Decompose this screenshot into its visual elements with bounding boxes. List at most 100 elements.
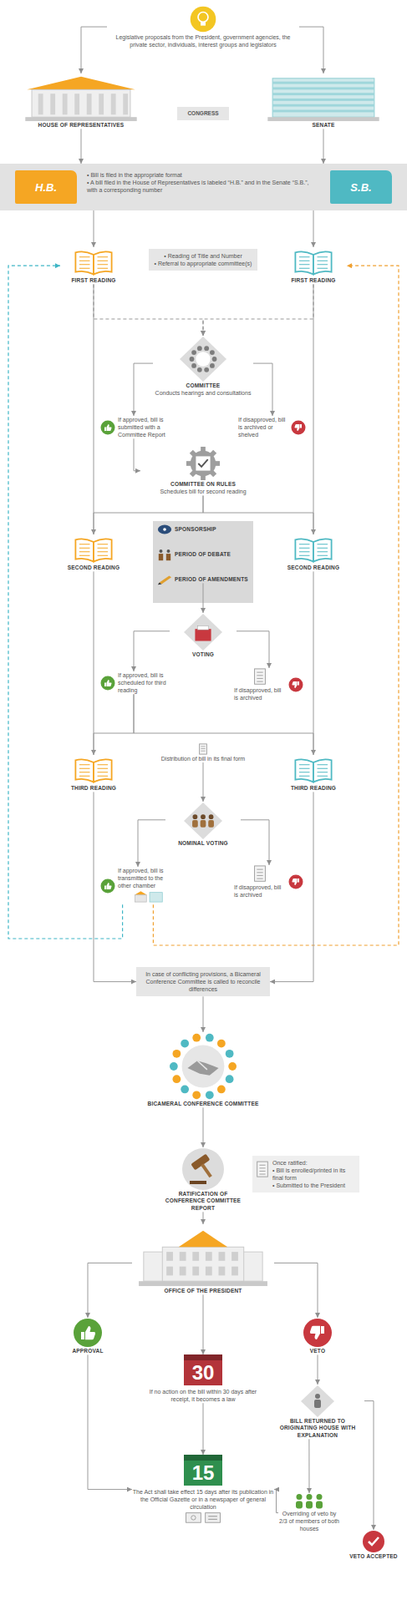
icon-part — [291, 681, 300, 689]
icon-part — [295, 251, 314, 275]
outcome-note: If approved, bill is scheduled for third… — [99, 671, 168, 695]
icon-part — [198, 459, 208, 468]
icon-part — [162, 528, 167, 532]
icon-part — [368, 1538, 379, 1547]
connector — [133, 631, 170, 672]
connector — [323, 128, 325, 164]
icon-part — [296, 1495, 303, 1501]
step-label: VOTING — [169, 651, 237, 659]
icon-part — [74, 93, 80, 115]
icon-part — [197, 367, 203, 373]
icon-part — [200, 820, 207, 829]
step-label: THIRD READING — [279, 785, 347, 793]
stamps-icon — [132, 1511, 275, 1526]
panel-item: SPONSORSHIP — [156, 526, 250, 534]
icon-part — [194, 629, 211, 642]
connector — [313, 284, 315, 535]
step-text: • Bill is filed in the appropriate forma… — [86, 171, 321, 179]
icon-part — [104, 680, 112, 687]
step-text: The Act shall take effect 15 days after … — [132, 1489, 275, 1512]
step-text: • Bill is enrolled/printed in its final … — [272, 1167, 356, 1183]
icon-part — [200, 746, 205, 748]
icon-part — [190, 1154, 219, 1183]
icon-part — [299, 776, 328, 778]
icon-part — [178, 1231, 228, 1248]
outcome-note: If approved, bill is transmitted to the … — [99, 867, 177, 906]
icon-part — [197, 1061, 208, 1071]
icon-part — [186, 1514, 202, 1525]
icon-part — [191, 350, 197, 356]
icon-part — [272, 81, 375, 85]
connector — [308, 1439, 310, 1495]
icon-part — [169, 1063, 179, 1072]
icon-part — [183, 614, 223, 652]
icon-part — [295, 759, 314, 783]
connector — [93, 284, 95, 535]
icon-part — [75, 251, 94, 275]
icon-part — [187, 1061, 219, 1077]
info-box: In case of conflicting provisions, a Bic… — [136, 967, 270, 998]
icon-part — [291, 681, 300, 689]
icon-part — [259, 1165, 265, 1167]
outcome-note: If disapproved, bill is archived or shel… — [238, 416, 307, 439]
veto-circle: VETO — [288, 1318, 347, 1356]
icon-part — [200, 748, 205, 751]
icon-part — [306, 1495, 313, 1501]
icon-part — [295, 1502, 303, 1511]
voting-diamond: NOMINAL VOTING — [165, 802, 241, 848]
icon-part — [299, 264, 328, 265]
doc-icon — [234, 865, 286, 885]
icon-part — [86, 93, 92, 115]
icon-part — [218, 1267, 226, 1277]
connector — [203, 583, 204, 614]
step-text: • Submitted to the President — [272, 1182, 356, 1191]
step-label: APPROVAL — [58, 1348, 118, 1356]
icon-part — [138, 1282, 268, 1288]
icon-part — [197, 345, 203, 352]
icon-part — [218, 1252, 226, 1262]
connector — [93, 571, 95, 756]
icon-part — [205, 1034, 214, 1043]
icon-part — [193, 814, 199, 820]
icon-part — [79, 268, 108, 270]
icon-part — [197, 625, 209, 631]
connector — [203, 997, 204, 1033]
bookO-icon — [60, 247, 128, 278]
step-text: If disapproved, bill is archived — [234, 686, 286, 703]
step-label: THIRD READING — [60, 785, 128, 793]
voting-diamond: VOTING — [169, 613, 237, 659]
doc-icon — [254, 1161, 270, 1181]
icon-part — [195, 351, 210, 367]
icon-part — [217, 1086, 226, 1095]
icon-part — [291, 879, 300, 886]
step-text: Overriding of veto by 2/3 of members of … — [278, 1510, 341, 1534]
icon-part — [291, 420, 306, 435]
step-label: PERIOD OF AMENDMENTS — [174, 576, 250, 584]
debate-icon — [157, 547, 173, 563]
icon-part — [256, 872, 263, 874]
icon-part — [203, 367, 209, 373]
icon-part — [166, 1267, 173, 1277]
source-note: Legislative proposals from the President… — [106, 5, 300, 49]
icon-part — [295, 539, 314, 562]
icon-part — [200, 814, 206, 820]
committee-diamond: COMMITTEEConducts hearings and consultat… — [152, 335, 254, 398]
icon-part — [79, 555, 108, 557]
ratification-circle: RATIFICATION OF CONFERENCE COMMITTEE REP… — [162, 1148, 244, 1213]
connector — [93, 694, 134, 756]
connector — [313, 210, 315, 248]
day-count: 30 — [183, 1355, 223, 1387]
icon-part — [228, 1063, 237, 1072]
icon-part — [256, 678, 263, 680]
step-label: FIRST READING — [279, 277, 347, 285]
step-label: BILL RETURNED TO ORIGINATING HOUSE WITH … — [270, 1419, 365, 1440]
icon-part — [192, 1091, 201, 1100]
step-text: Distribution of bill in its final form — [152, 755, 254, 764]
icon-part — [315, 1394, 321, 1400]
icon-part — [190, 451, 217, 478]
step-text: If no action on the bill within 30 days … — [140, 1388, 266, 1405]
step-text: If approved, bill is scheduled for third… — [117, 671, 168, 695]
icon-part — [259, 1175, 265, 1176]
icon-part — [254, 669, 266, 685]
icon-part — [299, 548, 328, 550]
